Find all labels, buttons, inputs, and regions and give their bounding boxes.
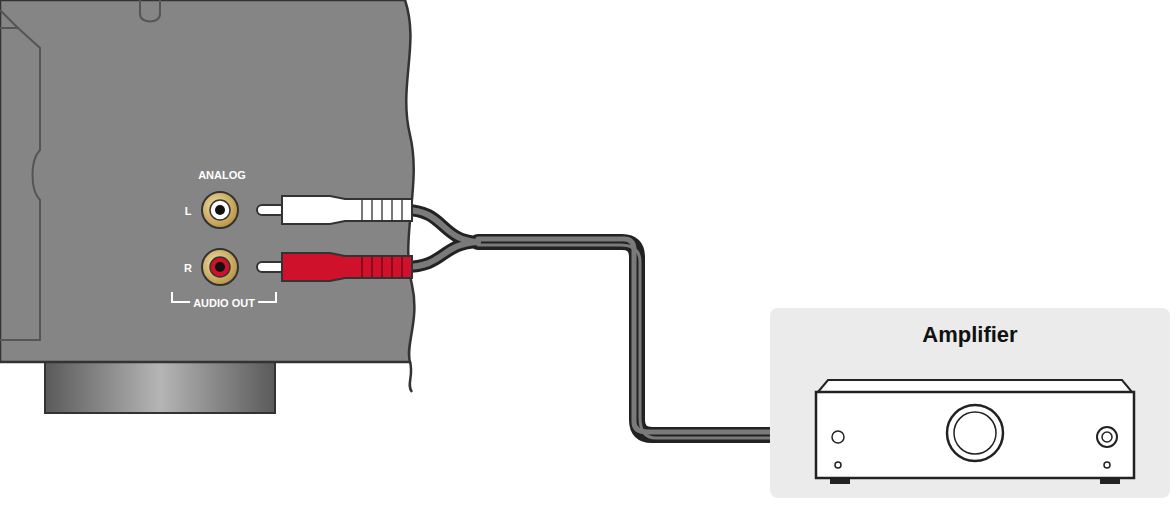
amplifier-unit <box>816 380 1134 484</box>
rca-cable <box>405 210 792 446</box>
audio-jack-r <box>202 249 238 285</box>
device-panel: Amplifier <box>770 308 1170 498</box>
rca-plug-red <box>257 253 412 281</box>
audio-jack-l <box>202 192 238 228</box>
player-foot <box>45 355 275 413</box>
player-rear-panel <box>0 0 414 392</box>
panel-label: L <box>185 206 192 217</box>
panel-label: AUDIO OUT <box>190 298 258 309</box>
rca-plug-white <box>257 196 412 224</box>
device-name: Amplifier <box>770 322 1170 348</box>
panel-label: ANALOG <box>198 170 246 181</box>
amplifier-panel <box>770 308 1170 498</box>
panel-label: R <box>184 263 192 274</box>
